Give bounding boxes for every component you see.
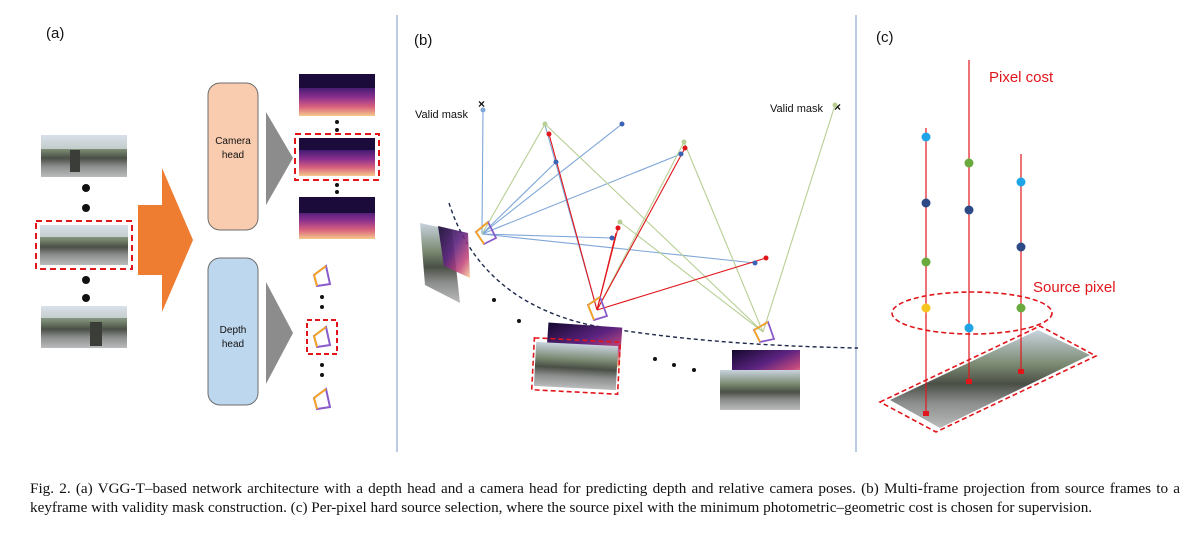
- valid-mask-marker-left: ×: [478, 97, 485, 111]
- ground-image-highlight-box: [878, 325, 1098, 433]
- panel-c-label: (c): [876, 29, 894, 46]
- camera-head-label-2: head: [222, 150, 244, 161]
- camera-pose-icon-top: [312, 264, 332, 288]
- ellipsis-dot: [82, 184, 90, 192]
- panel-b-label: (b): [414, 32, 432, 49]
- camera-pose-icon-keyframe: [306, 319, 338, 355]
- depth-map-top: [299, 74, 375, 116]
- source-pixel-ellipse: [891, 291, 1053, 335]
- keyframe-depth-highlight-box: [294, 133, 380, 181]
- ground-image: [878, 325, 1098, 433]
- ellipsis-dot: [82, 294, 90, 302]
- valid-mask-label-left: Valid mask: [415, 109, 468, 121]
- figure-caption: Fig. 2. (a) VGG-T–based network architec…: [30, 480, 1180, 516]
- ellipsis-dot: [335, 120, 339, 124]
- ground-projection-point: [923, 411, 929, 416]
- panel-c: (c) Pixel cost Source pixel: [876, 29, 1116, 433]
- cost-samples: [921, 132, 1026, 333]
- ellipsis-dot: [672, 363, 676, 367]
- keyframe-middle: [530, 322, 623, 396]
- camera-pose-icon-bottom: [312, 387, 332, 411]
- ellipsis-dot: [320, 373, 324, 377]
- panel-b: (b) Valid mask Valid mask × ×: [414, 32, 859, 410]
- camera-frustum-right: [752, 320, 776, 344]
- camera-head-arrow: [266, 112, 293, 205]
- depth-head-label-1: Depth: [220, 325, 247, 336]
- source-pixel-label: Source pixel: [1033, 279, 1116, 296]
- input-frame-top: [41, 135, 127, 177]
- projection-points: [480, 102, 838, 266]
- depth-map-keyframe: [294, 133, 380, 181]
- trajectory-curve: [448, 202, 859, 349]
- keyframe-pose-highlight-box: [306, 319, 338, 355]
- camera-frustum-left: [474, 220, 498, 246]
- ellipsis-dot: [517, 319, 521, 323]
- input-frame-keyframe: [35, 220, 133, 270]
- ellipsis-dot: [320, 363, 324, 367]
- projection-lines-blue: [481, 109, 756, 311]
- valid-mask-label-right: Valid mask: [770, 103, 823, 115]
- projection-lines-red: [548, 133, 767, 311]
- ellipsis-dot: [692, 368, 696, 372]
- ellipsis-dot: [320, 305, 324, 309]
- ellipsis-dot: [492, 298, 496, 302]
- keyframe-highlight-box-b: [530, 336, 622, 396]
- ellipsis-dot: [82, 276, 90, 284]
- depth-head-label-2: head: [222, 339, 244, 350]
- ellipsis-dot: [320, 295, 324, 299]
- ground-projection-point: [1018, 369, 1024, 374]
- source-frame-right: [720, 350, 800, 410]
- panel-a: (a) Camera head Depth head: [35, 25, 380, 411]
- ellipsis-dot: [653, 357, 657, 361]
- pixel-cost-label: Pixel cost: [989, 69, 1054, 86]
- orange-arrow: [138, 168, 193, 312]
- keyframe-highlight-box: [35, 220, 133, 270]
- panel-a-label: (a): [46, 25, 64, 42]
- valid-mask-marker-right: ×: [834, 100, 841, 114]
- source-frame-left: [420, 223, 470, 303]
- ellipsis-dot: [335, 190, 339, 194]
- depth-head-box: [207, 257, 259, 406]
- ellipsis-dot: [335, 128, 339, 132]
- projection-lines-green: [481, 104, 836, 333]
- ground-projection-point: [966, 379, 972, 384]
- camera-frustum-middle: [586, 295, 609, 322]
- camera-head-label-1: Camera: [215, 136, 251, 147]
- depth-map-bottom: [299, 197, 375, 239]
- input-frame-bottom: [41, 306, 127, 348]
- depth-head-arrow: [266, 282, 293, 384]
- ellipsis-dot: [335, 183, 339, 187]
- ellipsis-dot: [82, 204, 90, 212]
- camera-head-box: [207, 82, 259, 231]
